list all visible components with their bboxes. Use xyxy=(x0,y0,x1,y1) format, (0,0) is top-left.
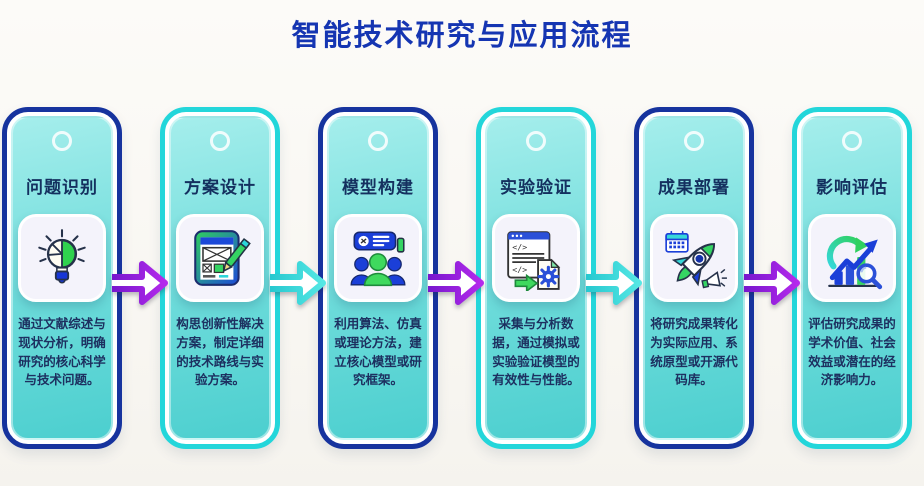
svg-text:</>: </> xyxy=(512,264,527,274)
step-description: 通过文献综述与现状分析，明确研究的核心科学与技术问题。 xyxy=(18,317,106,388)
icon-box: </> </> xyxy=(492,214,580,302)
team-collaboration-icon xyxy=(350,231,406,287)
rocket-launch-icon xyxy=(665,230,727,289)
step-card-problem-identification: 问题识别 通过文献综述与现状分析，明确研究的核心科学与技术问题。 xyxy=(2,107,122,449)
card-panel: 问题识别 通过文献综述与现状分析，明确研究的核心科学与技术问题。 xyxy=(11,116,113,440)
step-card-deployment: 成果部署 xyxy=(634,107,754,449)
flow-arrow-right-icon xyxy=(112,261,168,305)
card-panel: 成果部署 xyxy=(643,116,745,440)
code-gear-icon: </> </> xyxy=(507,231,561,291)
lightbulb-pie-icon xyxy=(38,229,86,284)
step-description: 将研究成果转化为实际应用、系统原型或开源代码库。 xyxy=(650,317,738,388)
notch-circle xyxy=(210,131,230,151)
step-title: 实验验证 xyxy=(500,178,572,197)
wireframe-pencil-icon xyxy=(194,230,251,286)
card-panel: 方案设计 xyxy=(169,116,271,440)
step-title: 方案设计 xyxy=(184,178,256,197)
step-card-experimental-validation: 实验验证 </> </> xyxy=(476,107,596,449)
step-title: 成果部署 xyxy=(658,178,730,197)
flow-arrow-right-icon xyxy=(428,261,484,305)
notch-circle xyxy=(526,131,546,151)
icon-box xyxy=(176,214,264,302)
icon-box xyxy=(334,214,422,302)
notch-circle xyxy=(684,131,704,151)
step-title: 影响评估 xyxy=(816,178,888,197)
step-description: 评估研究成果的学术价值、社会效益或潜在的经济影响力。 xyxy=(808,317,896,388)
step-description: 利用算法、仿真或理论方法，建立核心模型或研究框架。 xyxy=(334,317,422,388)
notch-circle xyxy=(368,131,388,151)
step-description: 采集与分析数据，通过模拟或实验验证模型的有效性与性能。 xyxy=(492,317,580,388)
icon-box xyxy=(650,214,738,302)
notch-circle xyxy=(842,131,862,151)
flow-arrow-right-icon xyxy=(586,261,642,305)
step-card-model-building: 模型构建 利用算法、仿真或理论方法，建立核心模型或研究框架。 xyxy=(318,107,438,449)
step-card-solution-design: 方案设计 xyxy=(160,107,280,449)
notch-circle xyxy=(52,131,72,151)
card-panel: 模型构建 利用算法、仿真或理论方法，建立核心模型或研究框架。 xyxy=(327,116,429,440)
process-flow: 问题识别 通过文献综述与现状分析，明确研究的核心科学与技术问题。 xyxy=(0,107,924,467)
impact-analysis-icon xyxy=(826,235,883,290)
step-description: 构思创新性解决方案，制定详细的技术路线与实验方案。 xyxy=(176,317,264,388)
icon-box xyxy=(18,214,106,302)
step-title: 问题识别 xyxy=(26,178,98,197)
page-title: 智能技术研究与应用流程 xyxy=(291,20,633,52)
card-panel: 影响评估 评 xyxy=(801,116,903,440)
flow-arrow-right-icon xyxy=(270,261,326,305)
flow-arrow-right-icon xyxy=(744,261,800,305)
step-title: 模型构建 xyxy=(342,178,414,197)
icon-box xyxy=(808,214,896,302)
svg-text:</>: </> xyxy=(512,242,527,252)
card-panel: 实验验证 </> </> xyxy=(485,116,587,440)
step-card-impact-assessment: 影响评估 评 xyxy=(792,107,912,449)
